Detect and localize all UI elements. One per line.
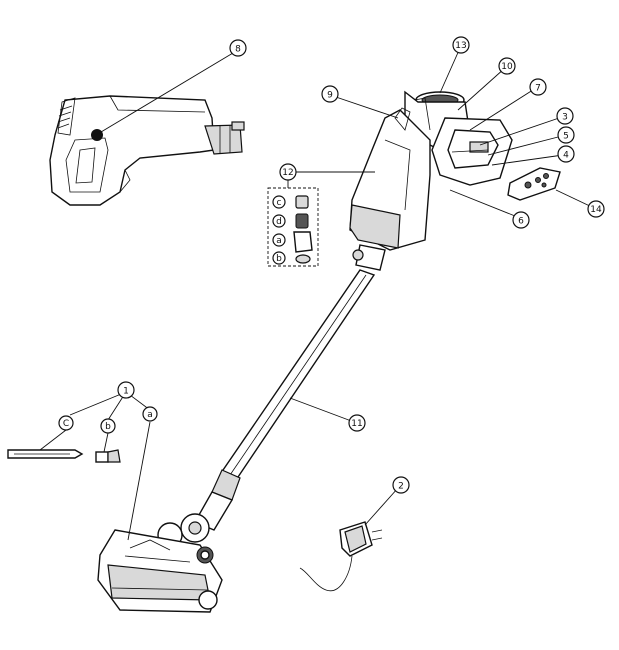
- callout-13: 13: [452, 36, 470, 54]
- svg-text:8: 8: [235, 45, 241, 55]
- callout-12b: b: [272, 251, 286, 265]
- callout-8: 8: [229, 39, 247, 57]
- callout-7: 7: [529, 78, 547, 96]
- svg-text:b: b: [105, 422, 111, 432]
- callout-1b: b: [100, 418, 116, 434]
- svg-text:2: 2: [398, 482, 404, 492]
- svg-text:d: d: [276, 217, 282, 227]
- svg-text:7: 7: [535, 84, 541, 94]
- callout-2: 2: [392, 476, 410, 494]
- charger-drawing: [299, 521, 383, 592]
- callout-5: 5: [557, 126, 575, 144]
- callout-12d: d: [272, 214, 286, 228]
- svg-text:1: 1: [123, 387, 129, 397]
- accessories-drawing: [7, 449, 121, 463]
- svg-text:14: 14: [590, 205, 602, 215]
- callout-1: 1: [117, 381, 135, 399]
- svg-text:10: 10: [501, 62, 513, 72]
- handheld-unit-drawing: [49, 95, 245, 206]
- svg-text:b: b: [276, 254, 282, 264]
- svg-text:9: 9: [327, 91, 333, 101]
- callout-10: 10: [498, 57, 516, 75]
- filter-components-box: [267, 187, 319, 267]
- callout-6: 6: [512, 211, 530, 229]
- callout-1c: C: [58, 415, 74, 431]
- callout-1a: a: [142, 406, 158, 422]
- svg-text:c: c: [277, 198, 282, 208]
- svg-text:13: 13: [455, 41, 466, 51]
- callout-4: 4: [557, 145, 575, 163]
- callout-3: 3: [556, 107, 574, 125]
- svg-text:5: 5: [563, 132, 569, 142]
- remote-control-drawing: [507, 167, 561, 201]
- callout-12a: a: [272, 233, 286, 247]
- svg-text:6: 6: [518, 217, 524, 227]
- svg-text:12: 12: [282, 168, 293, 178]
- vacuum-main-body-drawing: [97, 90, 513, 613]
- svg-text:C: C: [63, 419, 69, 429]
- svg-text:11: 11: [351, 419, 362, 429]
- svg-text:a: a: [276, 236, 282, 246]
- svg-text:a: a: [147, 410, 153, 420]
- svg-text:4: 4: [563, 151, 569, 161]
- callout-12c: c: [272, 195, 286, 209]
- svg-text:3: 3: [562, 113, 568, 123]
- leader-lines: [39, 47, 595, 541]
- callout-12: 12: [279, 163, 297, 181]
- callout-11: 11: [348, 414, 366, 432]
- callout-14: 14: [587, 200, 605, 218]
- callout-9: 9: [321, 85, 339, 103]
